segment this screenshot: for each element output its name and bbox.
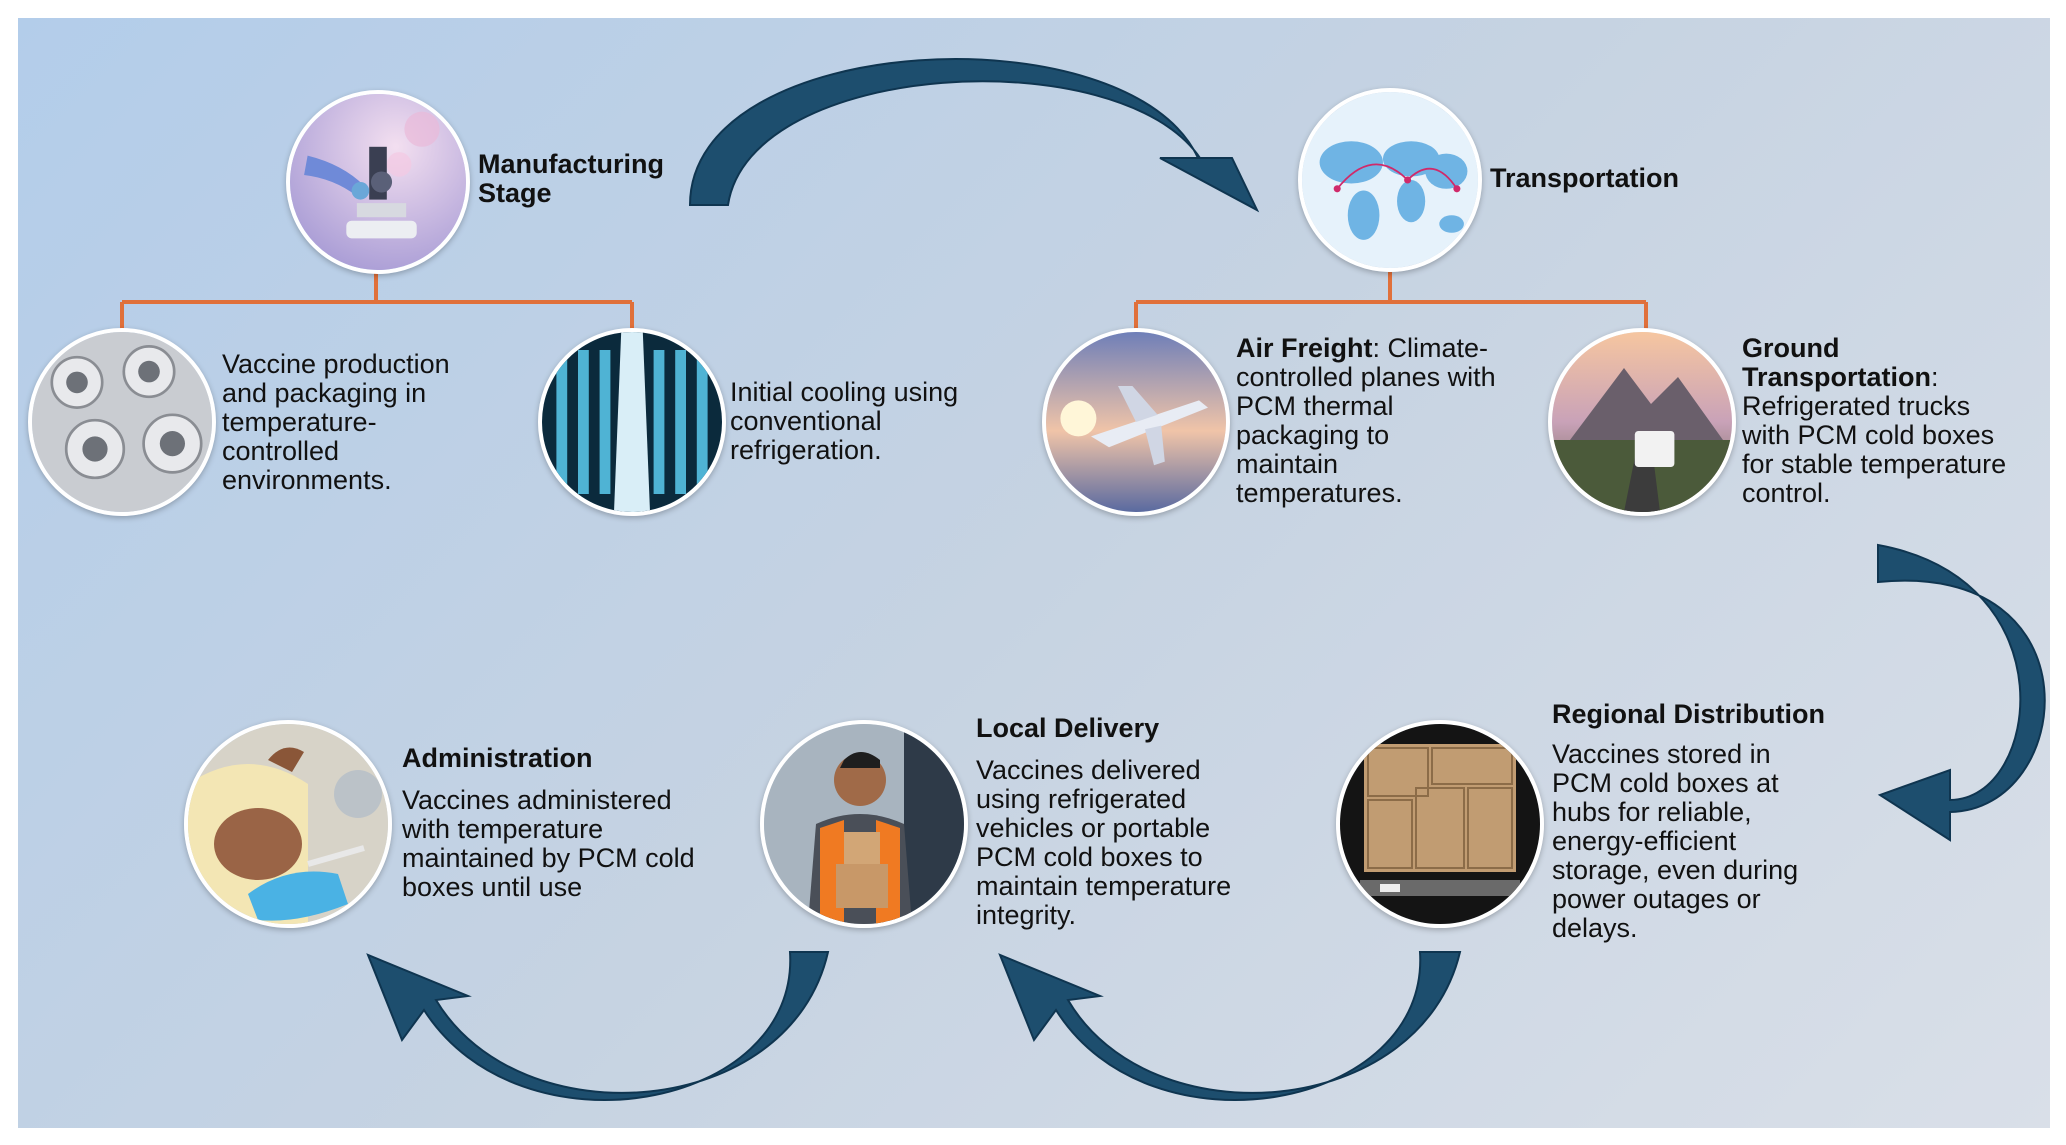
manufacturing-image bbox=[286, 90, 470, 274]
ground-transport-title: Ground Transportation bbox=[1742, 333, 1932, 392]
local-title: Local Delivery bbox=[976, 713, 1160, 743]
administration-image bbox=[184, 720, 392, 928]
regional-title: Regional Distribution bbox=[1552, 699, 1825, 729]
regional-image bbox=[1336, 720, 1544, 928]
initial-cooling-text: Initial cooling using conventional refri… bbox=[730, 377, 959, 465]
ground-transport-text: Refrigerated trucks with PCM cold boxes … bbox=[1742, 391, 2007, 508]
truck-boxes-icon bbox=[1340, 724, 1540, 924]
airplane-icon bbox=[1046, 332, 1226, 512]
refrigeration-image bbox=[538, 328, 726, 516]
manufacturing-title: Manufacturing Stage bbox=[478, 149, 664, 208]
air-freight-block: Air Freight: Climate-controlled planes w… bbox=[1236, 333, 1496, 508]
truck-mountain-icon bbox=[1552, 332, 1732, 512]
administration-title: Administration bbox=[402, 743, 593, 773]
microscope-icon bbox=[290, 94, 466, 270]
administration-text: Vaccines administered with temperature m… bbox=[402, 785, 695, 902]
transportation-title: Transportation bbox=[1490, 163, 1680, 193]
globe-map-icon bbox=[1302, 92, 1478, 268]
regional-text: Vaccines stored in PCM cold boxes at hub… bbox=[1552, 739, 1799, 943]
vials-icon bbox=[32, 332, 212, 512]
ground-transport-block: Ground Transportation: Refrigerated truc… bbox=[1742, 333, 2007, 508]
local-text: Vaccines delivered using refrigerated ve… bbox=[976, 755, 1232, 930]
delivery-worker-icon bbox=[764, 724, 964, 924]
air-freight-title: Air Freight bbox=[1236, 333, 1373, 363]
local-delivery-image bbox=[760, 720, 968, 928]
transportation-image bbox=[1298, 88, 1482, 272]
vaccine-production-text: Vaccine production and packaging in temp… bbox=[222, 349, 450, 495]
injection-icon bbox=[188, 724, 388, 924]
ground-transport-image bbox=[1548, 328, 1736, 516]
air-freight-image bbox=[1042, 328, 1230, 516]
air-freight-text: Climate-controlled planes with PCM therm… bbox=[1236, 333, 1496, 508]
vaccine-vials-image bbox=[28, 328, 216, 516]
cold-storage-icon bbox=[542, 332, 722, 512]
